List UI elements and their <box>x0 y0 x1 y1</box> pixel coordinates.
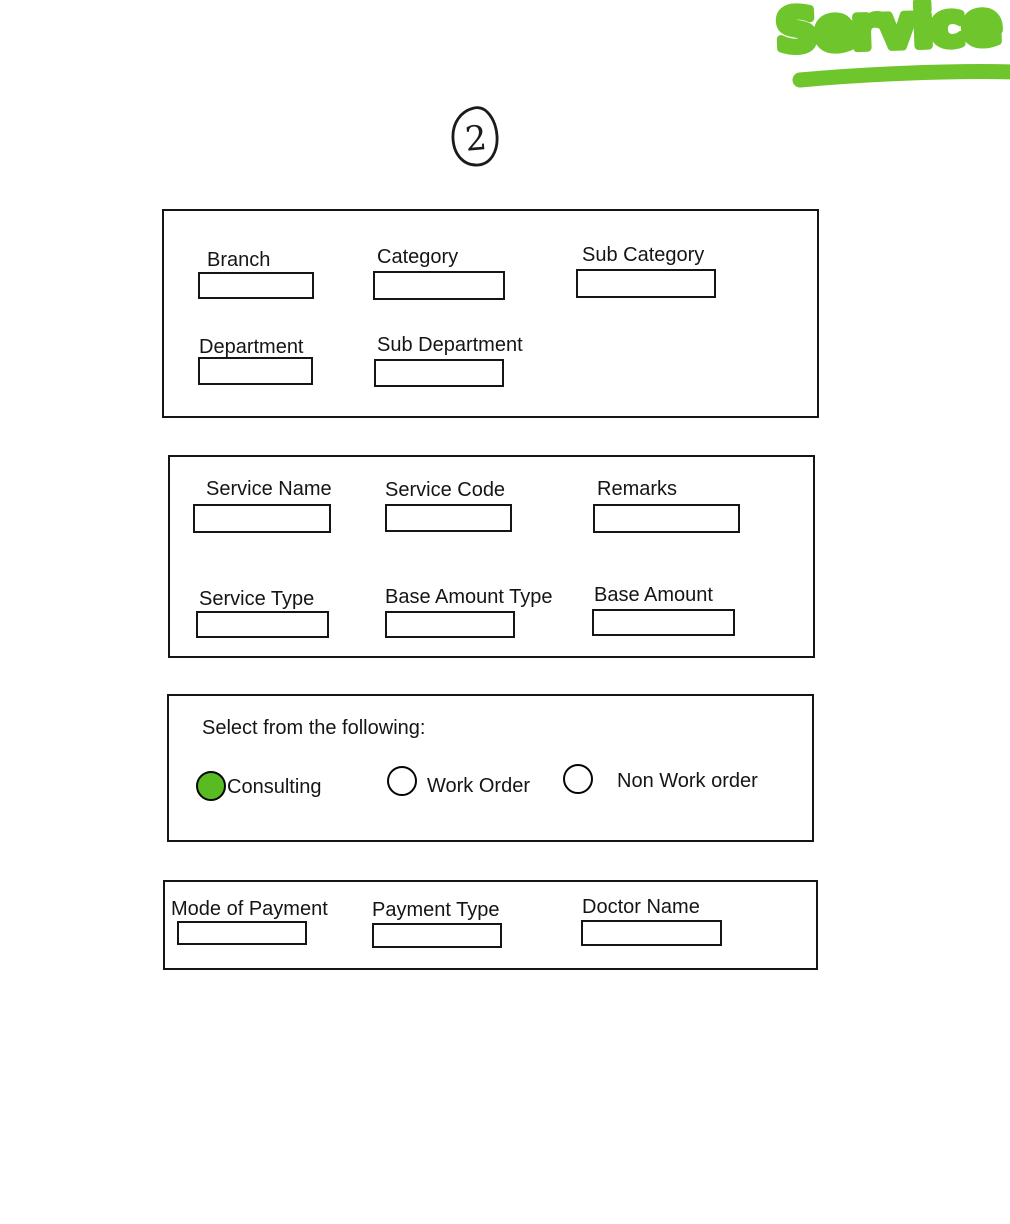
service-underline-stroke <box>792 64 1010 88</box>
radio-work-order[interactable] <box>387 766 417 796</box>
remarks-label: Remarks <box>597 478 678 500</box>
department-label: Department <box>199 336 304 358</box>
base-amount-type-input[interactable] <box>385 611 515 638</box>
service-name-input[interactable] <box>193 504 331 533</box>
service-type-label: Service Type <box>199 588 315 610</box>
page-number-badge: 2 <box>451 106 499 167</box>
doctor-name-label: Doctor Name <box>582 896 700 918</box>
base-amount-type-label: Base Amount Type <box>385 586 553 608</box>
select-prompt: Select from the following: <box>202 717 426 739</box>
category-label: Category <box>377 246 459 268</box>
sub-department-label: Sub Department <box>377 334 523 356</box>
doctor-name-input[interactable] <box>581 920 722 946</box>
service-code-label: Service Code <box>385 479 506 501</box>
page-number-text: 2 <box>463 118 488 160</box>
service-code-input[interactable] <box>385 504 512 532</box>
branch-input[interactable] <box>198 272 314 299</box>
remarks-input[interactable] <box>593 504 740 533</box>
radio-work-order-label: Work Order <box>427 775 530 797</box>
radio-consulting[interactable] <box>196 771 226 801</box>
base-amount-input[interactable] <box>592 609 735 636</box>
base-amount-label: Base Amount <box>594 584 713 606</box>
sub-category-label: Sub Category <box>582 244 705 266</box>
mode-of-payment-input[interactable] <box>177 921 307 945</box>
payment-type-input[interactable] <box>372 923 502 948</box>
section-select-panel <box>167 694 814 842</box>
sub-department-input[interactable] <box>374 359 504 387</box>
service-title-text: Service <box>775 0 1000 65</box>
service-name-label: Service Name <box>206 478 332 500</box>
mode-of-payment-label: Mode of Payment <box>171 898 328 920</box>
sub-category-input[interactable] <box>576 269 716 298</box>
service-type-input[interactable] <box>196 611 329 638</box>
radio-non-work-order[interactable] <box>563 764 593 794</box>
category-input[interactable] <box>373 271 505 300</box>
department-input[interactable] <box>198 357 313 385</box>
branch-label: Branch <box>207 249 271 271</box>
payment-type-label: Payment Type <box>372 899 500 921</box>
page-number-circle-icon <box>451 106 499 167</box>
radio-non-work-order-label: Non Work order <box>617 770 758 792</box>
radio-consulting-label: Consulting <box>227 776 322 798</box>
service-marker-annotation: Service <box>771 0 1010 88</box>
